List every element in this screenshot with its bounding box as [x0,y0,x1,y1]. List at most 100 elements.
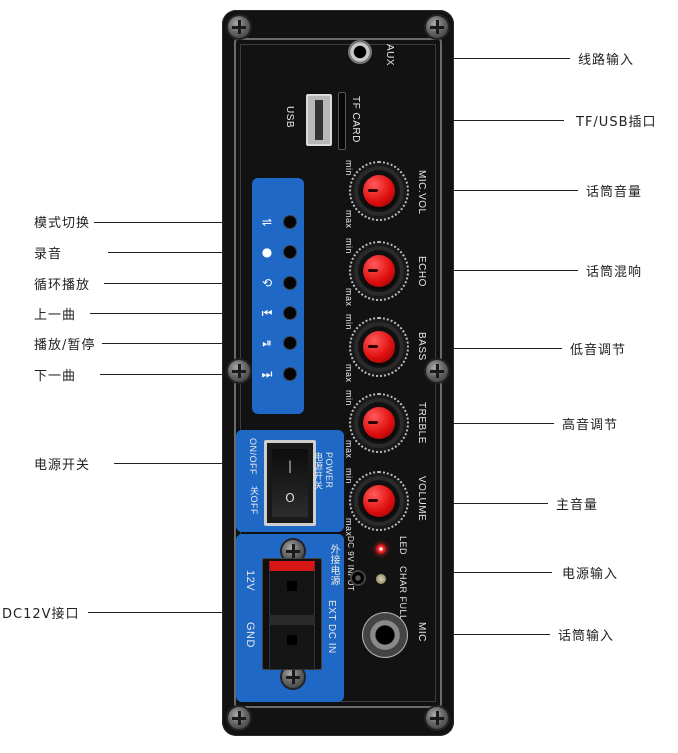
label-play-pause: 播放/暂停 [34,338,96,353]
treble-knob[interactable] [349,393,409,453]
play-pause-icon: ⏯ [262,336,272,350]
dc-ext-label-cn: 外接电源 [328,544,339,586]
treble-min: min [344,390,354,407]
label-tf-usb: TF/USB插口 [576,115,657,130]
aux-label: AUX [384,44,395,67]
label-next-track: 下一曲 [34,369,77,384]
leader-record [108,252,290,253]
power-on-off-label: ON/OFF [248,438,258,475]
label-dc12v-port: DC12V接口 [2,607,80,622]
master-volume-max: max [344,518,354,537]
leader-mic-volume [404,190,578,191]
bass-max: max [344,364,354,383]
label-echo: 话筒混响 [586,265,643,280]
mode-switch-button[interactable] [284,216,296,228]
echo-knob[interactable] [349,241,409,301]
bass-label: BASS [416,332,427,361]
leader-play-pause [102,343,290,344]
leader-power-input [366,572,552,573]
dc-positive-terminal[interactable] [269,561,315,616]
charge-full-led [376,574,386,584]
leader-previous-track [90,313,290,314]
bass-knob[interactable] [349,317,409,377]
previous-button[interactable] [284,307,296,319]
usb-port[interactable] [306,94,332,146]
dc-gnd-label: GND [244,622,256,648]
label-power-switch: 电源开关 [34,458,91,473]
loop-button[interactable] [284,277,296,289]
leader-master-volume [404,503,548,504]
next-button[interactable] [284,368,296,380]
tf-card-slot[interactable] [338,92,346,150]
screw-icon [282,666,304,688]
label-loop-play: 循环播放 [34,278,91,293]
power-label: POWER [324,452,334,489]
power-on-mark: | [287,459,293,473]
play-pause-button[interactable] [284,337,296,349]
label-bass: 低音调节 [570,343,627,358]
mic-volume-label: MIC.VOL [416,170,427,215]
label-power-input: 电源输入 [562,567,619,582]
loop-icon: ⟲ [261,276,273,290]
bass-min: min [344,314,354,331]
master-volume-min: min [344,468,354,485]
treble-max: max [344,440,354,459]
screw-icon [282,540,304,562]
leader-power-switch [114,463,276,464]
echo-min: min [344,238,354,255]
label-mode-switch: 模式切换 [34,216,91,231]
echo-max: max [344,288,354,307]
leader-mic-input [404,634,550,635]
leader-treble [404,423,554,424]
led-indicator [376,544,386,554]
label-line-in: 线路输入 [578,53,635,68]
label-mic-volume: 话筒音量 [586,185,643,200]
leader-line-in [380,58,570,59]
leader-dc12v-port [88,612,278,613]
aux-jack[interactable] [348,40,372,64]
screw-icon [426,360,448,382]
dc-negative-terminal[interactable] [269,615,315,670]
label-mic-input: 话筒输入 [558,629,615,644]
dc-9v-jack[interactable] [352,572,364,584]
power-off-mark: O [285,491,295,505]
led-label: LED [398,536,408,556]
power-switch[interactable]: | O [264,440,316,526]
leader-echo [404,270,578,271]
screw-icon [228,16,250,38]
char-full-label: CHAR FULL [398,566,408,621]
label-record: 录音 [34,247,63,262]
leader-bass [404,348,562,349]
tf-card-label: TF CARD [350,96,361,143]
leader-mode-switch [94,222,290,223]
next-icon: ⏭ [261,367,273,381]
screw-icon [228,360,250,382]
master-volume-knob[interactable] [349,471,409,531]
label-previous-track: 上一曲 [34,308,77,323]
mic-label: MIC [416,622,427,642]
leader-loop-play [104,283,290,284]
leader-next-track [100,374,290,375]
echo-label: ECHO [416,256,427,287]
mic-volume-knob[interactable] [349,161,409,221]
label-master-volume: 主音量 [556,498,599,513]
record-button[interactable] [284,246,296,258]
label-treble: 高音调节 [562,418,619,433]
mic-volume-max: max [344,210,354,229]
screw-icon [228,707,250,729]
power-label-cn: 电源开关 [313,452,323,490]
previous-icon: ⏮ [261,306,273,320]
mode-switch-icon: ⇌ [261,215,273,229]
treble-label: TREBLE [416,402,427,444]
mic-jack[interactable] [362,612,408,658]
master-volume-label: VOLUME [416,476,427,522]
leader-tf-usb [362,120,564,121]
usb-label: USB [284,106,295,129]
screw-icon [426,707,448,729]
screw-icon [426,16,448,38]
mic-volume-min: min [344,160,354,177]
dc-terminal-block [262,558,322,670]
dc-ext-label-en: EXT DC IN [326,600,337,654]
record-icon: ● [261,245,273,259]
power-on-off-cn: 关OFF [249,486,259,515]
